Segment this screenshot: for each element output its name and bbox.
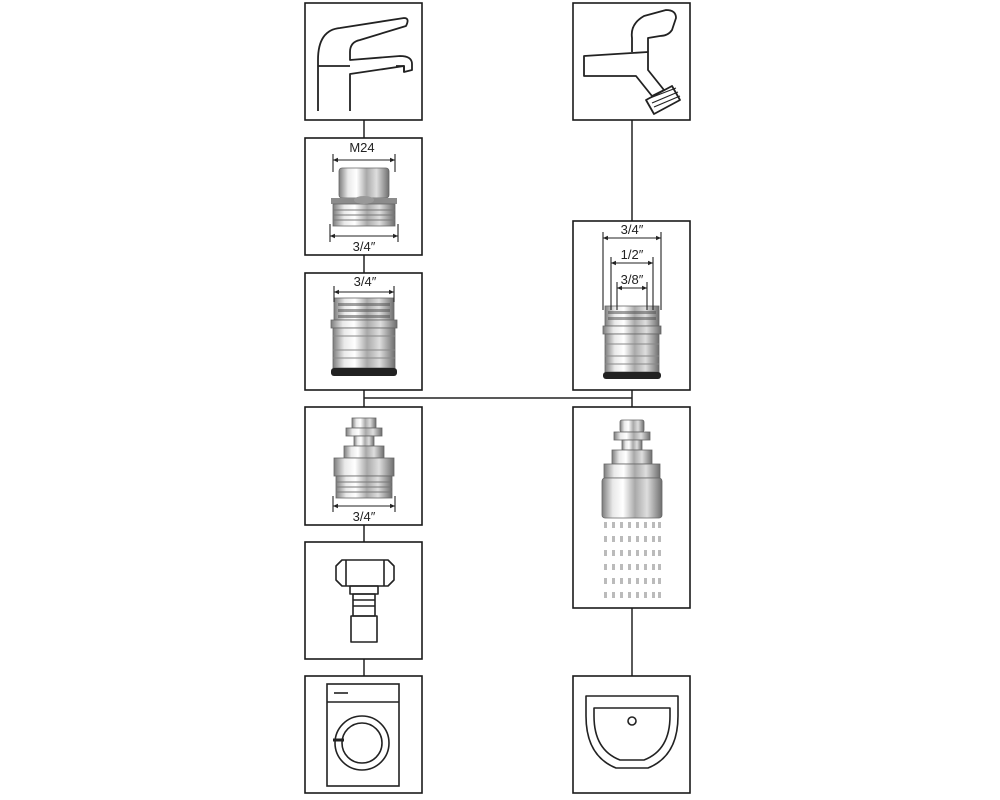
multi-inner-label: 3/8″ <box>621 272 644 287</box>
connector-lines <box>363 120 633 676</box>
aerator-bottom-label: 3/4″ <box>353 239 376 254</box>
spray-nozzle-icon <box>601 419 663 598</box>
nipple-dimension-lines <box>332 496 396 512</box>
aerator-adapter-icon <box>331 167 397 227</box>
multi-thread-connector-icon <box>602 305 662 379</box>
quick-female-dimension-lines <box>333 286 395 302</box>
nipple-adapter-icon <box>333 417 395 499</box>
multi-thread-dimension-lines <box>602 232 662 310</box>
multi-outer-label: 3/4″ <box>621 222 644 237</box>
nipple-bottom-label: 3/4″ <box>353 509 376 524</box>
frames <box>304 2 691 794</box>
quick-connector-female-icon <box>330 297 398 376</box>
wall-tap-icon <box>583 9 681 115</box>
sink-basin-icon <box>585 695 679 769</box>
aerator-dimension-lines <box>329 154 399 242</box>
quick-female-top-label: 3/4″ <box>354 274 377 289</box>
multi-middle-label: 1/2″ <box>621 247 644 262</box>
washing-machine-icon <box>326 683 400 787</box>
mixer-faucet-icon <box>317 17 413 111</box>
hose-fitting-icon <box>335 559 395 643</box>
aerator-top-label: M24 <box>349 140 374 155</box>
